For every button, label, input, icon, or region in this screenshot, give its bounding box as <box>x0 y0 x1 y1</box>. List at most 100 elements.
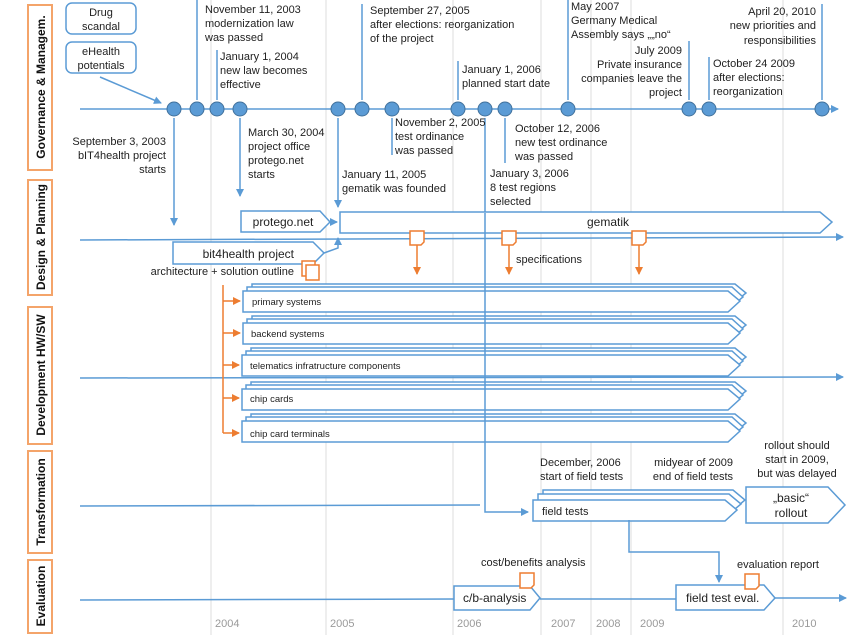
svg-text:Private insurance: Private insurance <box>597 59 682 71</box>
svg-text:planned start date: planned start date <box>462 78 550 90</box>
event-label-gematik-founded: January 11, 2005 gematik was founded <box>342 169 446 195</box>
dev-item-chip-card-terminals[interactable]: chip card terminals <box>223 413 748 443</box>
event-label-test-regions: January 3, 2006 8 test regions selected <box>490 168 569 208</box>
svg-text:rollout: rollout <box>775 506 808 520</box>
event-stems <box>170 0 823 226</box>
event-dot[interactable] <box>497 101 513 117</box>
lane-evaluation: Evaluation <box>27 559 53 634</box>
cb-analysis-phase[interactable]: c/b-analysis <box>453 585 541 611</box>
dev-items: primary systems backend systems telemati… <box>223 283 748 443</box>
dev-item-backend-systems[interactable]: backend systems <box>223 315 748 345</box>
event-dot[interactable] <box>450 101 466 117</box>
event-label-modernization-law: November 11, 2003 modernization law was … <box>204 4 301 44</box>
basic-rollout-phase[interactable]: „basic“ rollout <box>745 486 847 524</box>
svg-text:start in 2009,: start in 2009, <box>765 454 829 466</box>
svg-text:project office: project office <box>248 141 310 153</box>
field-tests-phase[interactable]: field tests <box>532 489 747 522</box>
evaluation-axis <box>79 598 456 601</box>
svg-text:chip cards: chip cards <box>250 394 294 405</box>
svg-text:bit4health project: bit4health project <box>203 247 295 261</box>
svg-text:telematics infratructure compo: telematics infratructure components <box>250 361 401 372</box>
svg-text:was passed: was passed <box>394 145 453 157</box>
svg-text:December, 2006: December, 2006 <box>540 457 621 469</box>
lane-development: Development HW/SW <box>27 306 53 445</box>
event-dot[interactable] <box>384 101 400 117</box>
specifications-label: specifications <box>516 254 583 266</box>
svg-text:new priorities and: new priorities and <box>730 20 816 32</box>
event-label-test-ordinance: November 2, 2005 test ordinance was pass… <box>394 117 486 157</box>
spec-doc-icon <box>409 230 425 275</box>
event-dot[interactable] <box>166 101 182 117</box>
event-dot[interactable] <box>189 101 205 117</box>
svg-text:May 2007: May 2007 <box>571 1 619 13</box>
event-label-protego-start: March 30, 2004 project office protego.ne… <box>248 127 324 181</box>
svg-text:new test ordinance: new test ordinance <box>515 137 607 149</box>
year-labels: 2004 2005 2006 2007 2008 2009 2010 <box>215 618 816 630</box>
spec-doc-icon <box>631 230 647 275</box>
field-tests-end-note: midyear of 2009 end of field tests <box>653 457 734 483</box>
design-axis <box>79 233 844 242</box>
svg-text:April 20, 2010: April 20, 2010 <box>748 6 816 18</box>
svg-text:responsibilities: responsibilities <box>744 35 817 47</box>
transformation-axis <box>79 504 481 507</box>
svg-text:start of field tests: start of field tests <box>540 471 624 483</box>
svg-text:primary systems: primary systems <box>252 297 321 308</box>
driver-arrow <box>99 76 162 104</box>
svg-text:January 11, 2005: January 11, 2005 <box>342 169 426 181</box>
svg-text:starts: starts <box>248 169 275 181</box>
architecture-label: architecture + solution outline <box>151 266 294 278</box>
year-label: 2005 <box>330 618 354 630</box>
year-label: 2009 <box>640 618 664 630</box>
event-dot[interactable] <box>477 101 493 117</box>
dev-item-chip-cards[interactable]: chip cards <box>223 381 748 411</box>
cb-doc-icon <box>519 572 535 589</box>
eval-report-doc-icon <box>744 573 760 590</box>
svg-text:protego.net: protego.net <box>248 155 304 167</box>
event-label-bit4health-start: September 3, 2003 bIT4health project sta… <box>72 136 166 176</box>
svg-text:eHealth: eHealth <box>82 46 120 58</box>
svg-text:selected: selected <box>490 196 531 208</box>
event-dot[interactable] <box>701 101 717 117</box>
dev-item-telematics[interactable]: telematics infratructure components <box>223 347 748 377</box>
svg-text:rollout should: rollout should <box>764 440 829 452</box>
field-test-eval-phase[interactable]: field test eval. <box>675 584 776 611</box>
svg-text:after elections:: after elections: <box>713 72 785 84</box>
development-axis <box>79 373 844 382</box>
event-dot[interactable] <box>560 101 576 117</box>
event-label-new-law-effective: January 1, 2004 new law becomes effectiv… <box>220 51 308 91</box>
year-label: 2010 <box>792 618 816 630</box>
svg-text:midyear of 2009: midyear of 2009 <box>654 457 733 469</box>
svg-text:end of field tests: end of field tests <box>653 471 734 483</box>
svg-text:July 2009: July 2009 <box>635 45 682 57</box>
test-regions-connector <box>484 213 529 516</box>
lane-transformation: Transformation <box>27 450 53 554</box>
eval-report-note: evaluation report <box>737 559 819 571</box>
event-dots <box>166 101 830 117</box>
lane-label: Governance & Managem. <box>34 15 48 158</box>
protego-phase[interactable]: protego.net <box>240 210 332 233</box>
svg-text:after elections: reorganizatio: after elections: reorganization <box>370 19 514 31</box>
rollout-note: rollout should start in 2009, but was de… <box>757 440 837 480</box>
event-dot[interactable] <box>330 101 346 117</box>
event-dot[interactable] <box>209 101 225 117</box>
event-label-reorganization-2005: September 27, 2005 after elections: reor… <box>370 5 514 45</box>
lane-design: Design & Planning <box>27 179 53 296</box>
svg-text:Germany Medical: Germany Medical <box>571 15 657 27</box>
driver-drug-scandal: Drug scandal <box>65 2 137 35</box>
svg-text:effective: effective <box>220 79 261 91</box>
svg-text:gematik was founded: gematik was founded <box>342 183 446 195</box>
event-dot[interactable] <box>814 101 830 117</box>
event-label-private-insurance: July 2009 Private insurance companies le… <box>581 45 682 99</box>
bit4health-phase[interactable]: bit4health project <box>172 241 326 265</box>
event-label-new-test-ordinance: October 12, 2006 new test ordinance was … <box>514 123 607 163</box>
field-tests-start-note: December, 2006 start of field tests <box>540 457 624 483</box>
gematik-phase[interactable]: gematik <box>339 211 834 234</box>
svg-text:companies leave the: companies leave the <box>581 73 682 85</box>
svg-text:chip card terminals: chip card terminals <box>250 429 330 440</box>
svg-text:„basic“: „basic“ <box>773 491 809 505</box>
event-dot[interactable] <box>232 101 248 117</box>
dev-item-primary-systems[interactable]: primary systems <box>223 283 748 313</box>
event-dot[interactable] <box>354 101 370 117</box>
svg-text:field test eval.: field test eval. <box>686 591 759 605</box>
event-dot[interactable] <box>681 101 697 117</box>
